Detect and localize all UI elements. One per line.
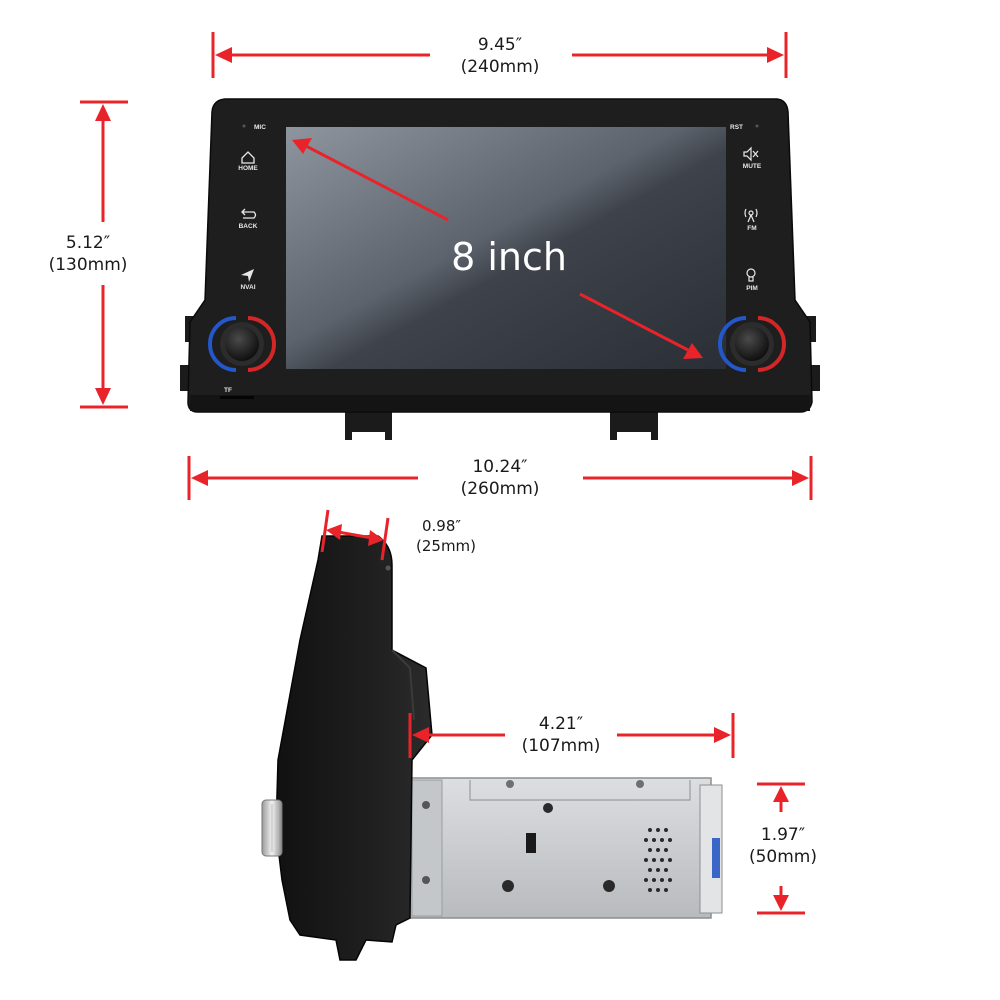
- back-button[interactable]: BACK: [239, 208, 258, 230]
- overall-width-mm: (260mm): [461, 479, 540, 499]
- pim-label: PIM: [746, 285, 758, 292]
- front-view: 8 inch MIC RST TF HOME BACK NVAI MUTE: [180, 98, 820, 440]
- chassis-height-mm: (50mm): [749, 847, 817, 867]
- home-label: HOME: [238, 165, 258, 172]
- nvai-label: NVAI: [240, 284, 255, 291]
- back-icon: [241, 208, 257, 219]
- chassis-depth-inch: 4.21″: [539, 714, 583, 734]
- bulb-icon: [746, 268, 756, 282]
- chassis-depth-mm: (107mm): [522, 736, 601, 756]
- panel-depth-inch: 0.98″: [422, 517, 461, 535]
- screen-diagonal-arrow: [292, 138, 703, 359]
- mute-label: MUTE: [743, 163, 762, 170]
- back-label: BACK: [239, 223, 258, 230]
- mic-hole: [242, 124, 246, 128]
- mic-label: MIC: [254, 124, 266, 131]
- dimension-screen-height: 5.12″ (130mm): [49, 100, 128, 409]
- home-icon: [241, 151, 255, 164]
- volume-knob-left[interactable]: [208, 316, 276, 372]
- tf-card-slot[interactable]: [220, 396, 254, 399]
- dimension-screen-width: 9.45″ (240mm): [211, 32, 788, 78]
- screen-size-label: 8 inch: [451, 235, 567, 279]
- pim-button[interactable]: PIM: [746, 268, 758, 292]
- tf-label: TF: [224, 387, 232, 394]
- radio-antenna-icon: [744, 208, 758, 223]
- screen-width-inch: 9.45″: [478, 35, 522, 55]
- mute-icon: [743, 146, 759, 162]
- panel-depth-mm: (25mm): [416, 537, 476, 555]
- dimension-chassis-depth: 4.21″ (107mm): [408, 713, 735, 758]
- overall-width-inch: 10.24″: [472, 457, 527, 477]
- dimension-chassis-height: 1.97″ (50mm): [749, 782, 817, 915]
- panel-side-profile: [275, 535, 433, 961]
- screen-width-mm: (240mm): [461, 57, 540, 77]
- vent-holes: [644, 828, 672, 892]
- fm-button[interactable]: FM: [744, 208, 758, 232]
- screen-height-mm: (130mm): [49, 255, 128, 275]
- chassis-height-inch: 1.97″: [761, 825, 805, 845]
- screen-height-inch: 5.12″: [66, 233, 110, 253]
- side-knob[interactable]: [261, 799, 283, 857]
- metal-chassis: [404, 777, 723, 919]
- mute-button[interactable]: MUTE: [743, 146, 762, 170]
- nvai-button[interactable]: NVAI: [240, 269, 256, 291]
- dimension-overall-width: 10.24″ (260mm): [187, 456, 813, 500]
- side-view: [261, 535, 723, 961]
- tune-knob-right[interactable]: [718, 316, 786, 372]
- fm-label: FM: [747, 225, 756, 232]
- navigation-icon: [241, 269, 254, 282]
- home-button[interactable]: HOME: [238, 151, 258, 172]
- reset-hole: [755, 124, 759, 128]
- display-screen: [286, 127, 726, 369]
- rst-label: RST: [730, 124, 743, 131]
- dimension-panel-depth: 0.98″ (25mm): [320, 509, 476, 561]
